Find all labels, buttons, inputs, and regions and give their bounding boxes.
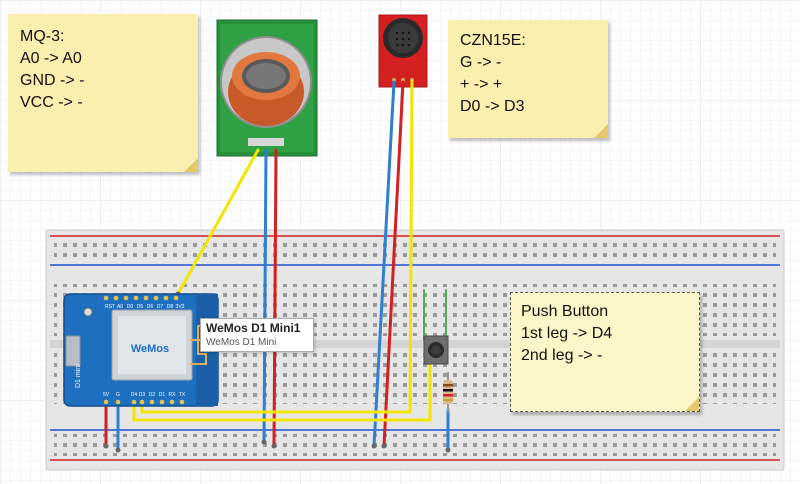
- pin-label-bottom: D4: [131, 392, 138, 398]
- note-fold: [594, 124, 608, 138]
- wire-czn-plus: [382, 80, 405, 448]
- note-line: A0 -> A0: [20, 50, 82, 67]
- pin-label-bottom: G: [116, 392, 120, 398]
- pin-label-bottom: D1: [159, 392, 166, 398]
- czn15e-module[interactable]: [378, 14, 428, 88]
- pin-label-top: D5: [137, 304, 144, 310]
- resistor-icon[interactable]: [443, 372, 453, 412]
- pin-label-top: 3V3: [176, 304, 185, 310]
- board-label-tooltip: WeMos D1 Mini1 WeMos D1 Mini: [200, 318, 314, 352]
- board-label-title: WeMos D1 Mini1: [206, 321, 301, 335]
- pin-label-bottom: TX: [179, 392, 186, 398]
- wire-mq3-vcc: [272, 148, 278, 448]
- note-line: 1st leg -> D4: [521, 325, 613, 342]
- note-fold: [685, 397, 699, 411]
- note-line: Push Button: [521, 303, 609, 320]
- pin-label-bottom: D3: [139, 392, 146, 398]
- note-line: MQ-3:: [20, 28, 65, 45]
- note-line: + -> +: [460, 76, 503, 93]
- push-button-icon[interactable]: [423, 335, 449, 365]
- board-label-subtitle: WeMos D1 Mini: [206, 337, 277, 348]
- pin-label-top: D0: [127, 304, 134, 310]
- pin-label-bottom: RX: [169, 392, 177, 398]
- wires: [104, 80, 450, 452]
- board-model-text: D1 mini: [75, 364, 82, 388]
- note-push-button[interactable]: Push Button 1st leg -> D4 2nd leg -> -: [510, 292, 700, 412]
- pin-label-bottom: D2: [149, 392, 156, 398]
- pin-label-top: RST: [105, 304, 115, 310]
- pin-label-bottom: 5V: [103, 392, 110, 398]
- wire-button-d4: [132, 358, 432, 422]
- note-fold: [184, 158, 198, 172]
- wire-czn-d0: [140, 80, 414, 414]
- pin-label-top: A0: [117, 304, 123, 310]
- wire-mq3-a0: [176, 148, 260, 296]
- pin-label-top: D7: [157, 304, 164, 310]
- note-line: D0 -> D3: [460, 98, 525, 115]
- note-line: 2nd leg -> -: [521, 347, 603, 364]
- pin-label-top: D6: [147, 304, 154, 310]
- note-line: CZN15E:: [460, 32, 526, 49]
- note-line: GND -> -: [20, 72, 85, 89]
- wire-czn-g: [372, 80, 396, 448]
- pin-label-top: D8: [167, 304, 174, 310]
- note-line: G -> -: [460, 54, 502, 71]
- note-line: VCC -> -: [20, 94, 83, 111]
- note-mq3: MQ-3: A0 -> A0 GND -> - VCC -> -: [8, 14, 198, 172]
- wemos-d1-mini-board[interactable]: [63, 293, 219, 407]
- board-brand-text: WeMos: [131, 343, 169, 355]
- note-czn15e: CZN15E: G -> - + -> + D0 -> D3: [448, 20, 608, 138]
- mq3-sensor[interactable]: [216, 19, 318, 157]
- wire-mq3-gnd: [262, 148, 268, 444]
